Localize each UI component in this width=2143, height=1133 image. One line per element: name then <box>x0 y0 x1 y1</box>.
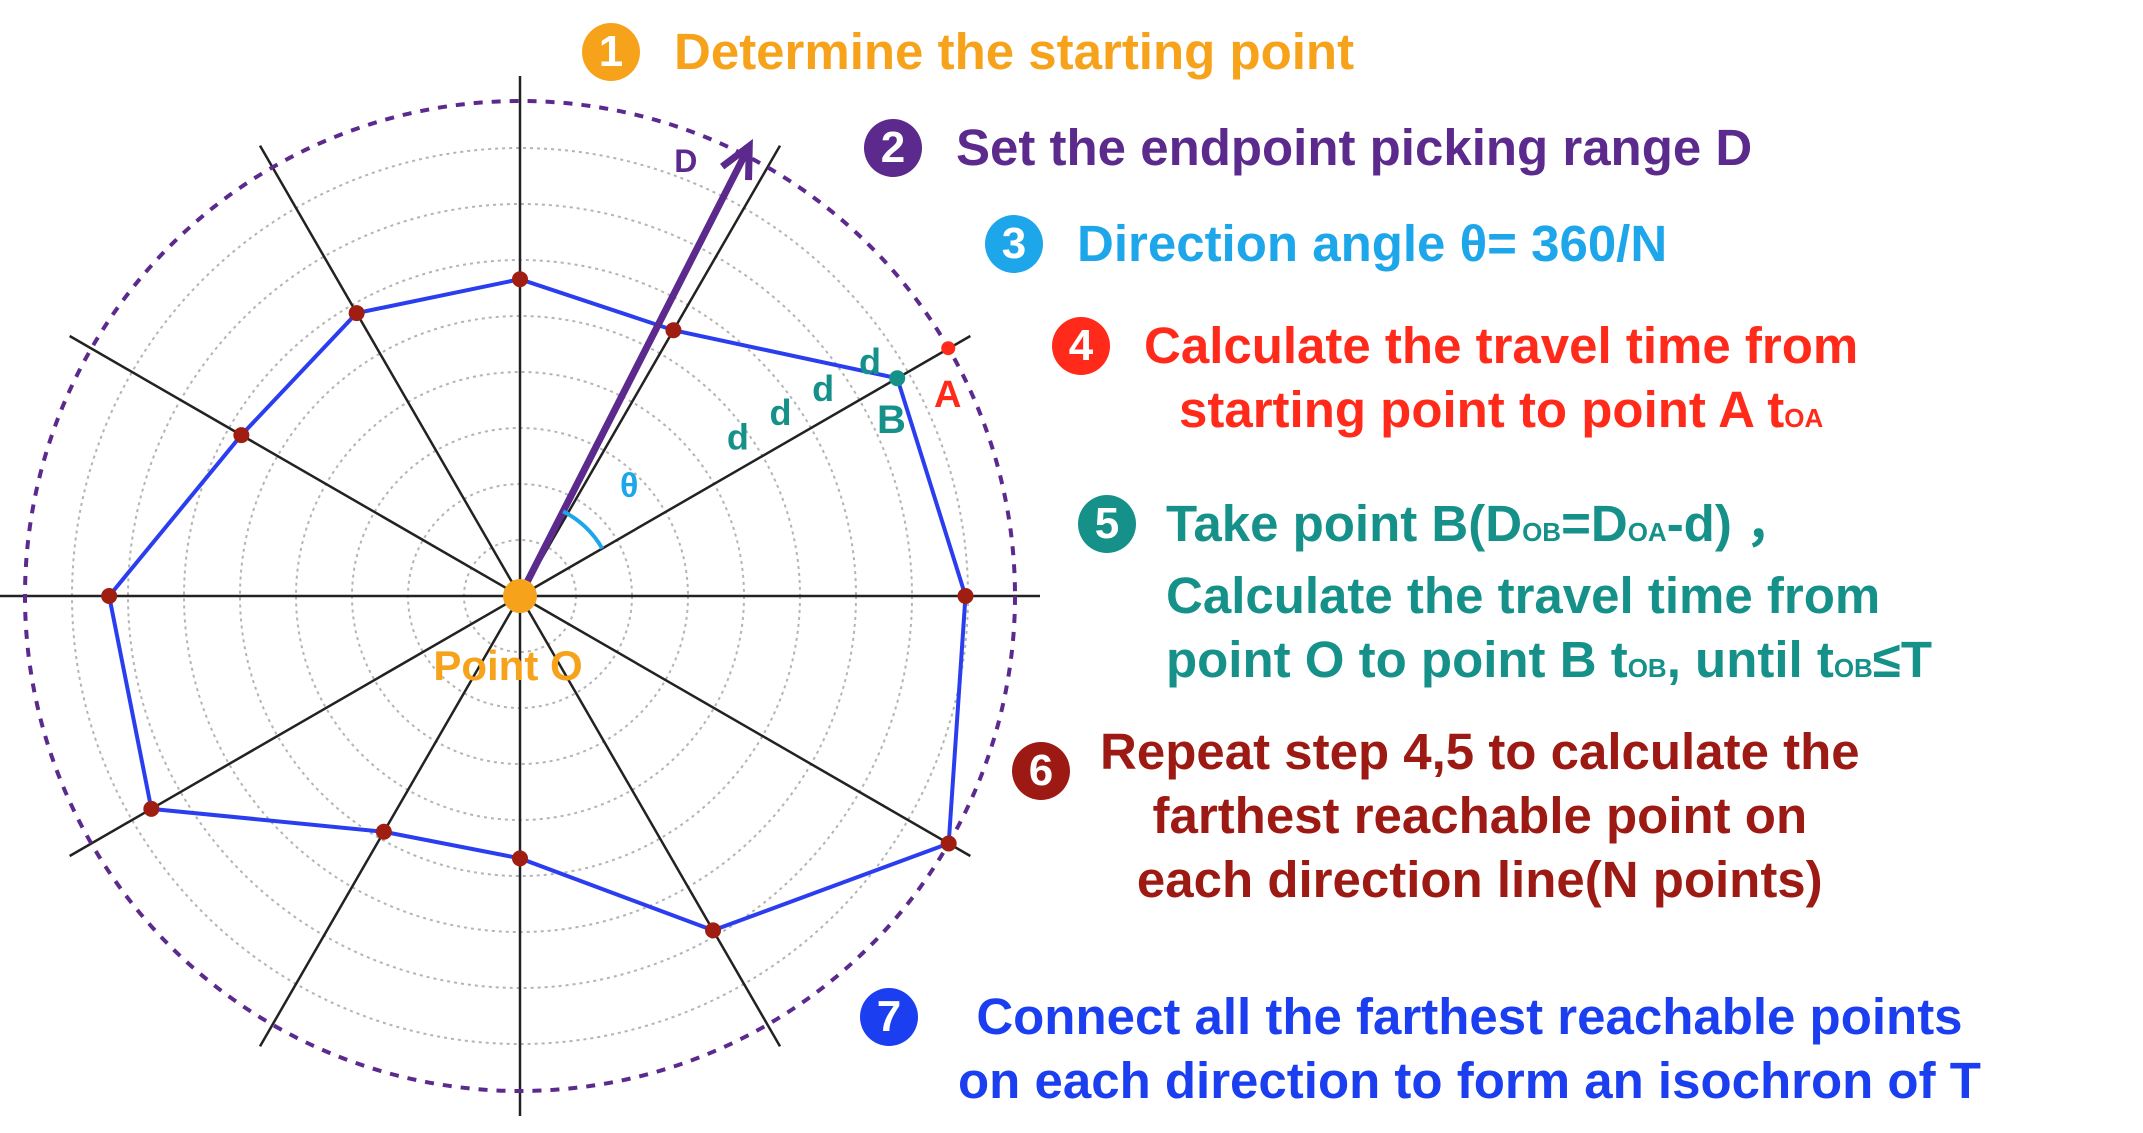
step-7-text-1: Connect all the farthest reachable point… <box>976 988 1963 1045</box>
reachable-point-2 <box>665 322 682 339</box>
picking-range-boundary <box>23 99 1017 1093</box>
step-7-badge: 7 <box>860 988 918 1046</box>
reachable-point-11 <box>940 835 957 852</box>
farthest-reachable-points <box>101 271 974 939</box>
range-label: D <box>674 143 697 179</box>
reachable-point-7 <box>143 800 160 817</box>
point-b-label: B <box>877 398 906 442</box>
step-6-text-3: each direction line(N points) <box>1136 851 1823 908</box>
point-a-label: A <box>934 374 961 416</box>
reachable-point-10 <box>705 922 722 939</box>
step-2: 2 Set the endpoint picking range D <box>864 116 1752 180</box>
origin-marker <box>503 579 537 613</box>
step-d-label-3: d <box>812 368 834 409</box>
step-5-text-3: point O to point B tOB, until tOB≤T <box>1166 631 1932 688</box>
range-arrowhead <box>720 138 753 181</box>
step-5-text-2: Calculate the travel time from <box>1166 567 1881 624</box>
direction-line-8 <box>258 595 522 1047</box>
reachable-point-5 <box>233 427 250 444</box>
origin-label: Point O <box>433 642 582 689</box>
step-4-text-1: Calculate the travel time from <box>1144 317 1859 374</box>
step-1-text: Determine the starting point <box>674 23 1355 80</box>
direction-line-4 <box>258 145 522 597</box>
step-2-text: Set the endpoint picking range D <box>956 119 1753 176</box>
step-d-label-4: d <box>859 341 881 382</box>
reachable-point-3 <box>512 271 528 288</box>
step-3-badge: 3 <box>985 215 1043 273</box>
angle-arc <box>562 509 605 550</box>
step-2-badge: 2 <box>864 119 922 177</box>
step-d-label-2: d <box>769 392 791 433</box>
step-1-badge: 1 <box>582 23 640 81</box>
step-7-text-2: on each direction to form an isochron of… <box>958 1052 1981 1109</box>
step-5: 5 Take point B(DOB=DOA-d) ， Calculate th… <box>1078 492 1932 700</box>
step-4: 4 Calculate the travel time from startin… <box>1052 314 1858 450</box>
direction-line-2 <box>518 145 782 597</box>
direction-line-7 <box>69 594 521 858</box>
step-6: 6 Repeat step 4,5 to calculate the farth… <box>1012 720 1860 912</box>
step-4-badge: 4 <box>1052 317 1110 375</box>
step-d-label-1: d <box>727 416 749 457</box>
step-3: 3 Direction angle θ= 360/N <box>985 212 1667 276</box>
direction-lines <box>0 76 1040 1116</box>
step-3-text: Direction angle θ= 360/N <box>1077 215 1668 272</box>
step-5-badge: 5 <box>1078 495 1136 553</box>
step-5-text-1: Take point B(DOB=DOA-d) ， <box>1166 495 1797 552</box>
reachable-point-6 <box>101 588 118 604</box>
direction-line-5 <box>69 334 521 598</box>
direction-line-11 <box>519 594 971 858</box>
step-1: 1 Determine the starting point <box>582 20 1354 84</box>
direction-line-10 <box>518 595 782 1047</box>
reachable-point-8 <box>375 823 392 840</box>
angle-label: θ <box>620 467 638 505</box>
reachable-point-9 <box>512 850 528 867</box>
step-6-text-2: farthest reachable point on <box>1152 787 1808 844</box>
step-4-text-2: starting point to point A tOA <box>1178 381 1824 438</box>
point-b-marker <box>889 370 906 387</box>
step-7: 7 Connect all the farthest reachable poi… <box>860 985 1981 1113</box>
step-6-badge: 6 <box>1012 742 1070 800</box>
step-6-text-1: Repeat step 4,5 to calculate the <box>1100 723 1860 780</box>
range-arrow <box>516 144 753 598</box>
reachable-point-4 <box>348 305 365 322</box>
point-a-marker <box>941 341 956 356</box>
reachable-point-0 <box>957 588 974 604</box>
